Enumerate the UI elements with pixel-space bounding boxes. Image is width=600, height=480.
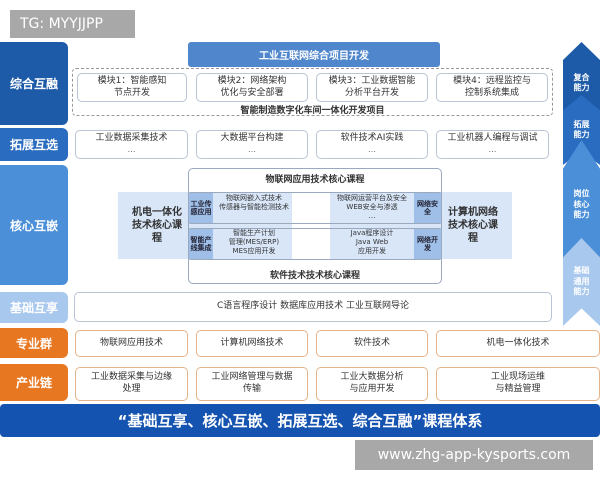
core-outer-box [188, 168, 442, 284]
core-mid-band-top [188, 192, 442, 224]
expand-2: 大数据平台构建… [196, 130, 308, 159]
core-top-title: 物联网应用技术核心课程 [265, 175, 365, 185]
tag-smart-line: 智能产线集成 [189, 229, 213, 259]
industry-1: 工业数据采集与边缘处理 [75, 367, 188, 401]
row-label-core: 核心互嵌 [0, 165, 68, 285]
core-bottom-title: 软件技术技术核心课程 [269, 271, 360, 281]
foundation-box: C语言程序设计 数据库应用技术 工业互联网导论 [74, 292, 552, 322]
major-4: 机电一体化技术 [436, 330, 600, 357]
module-4: 模块4：远程监控与控制系统集成 [436, 73, 548, 102]
expand-3: 软件技术AI实践… [316, 130, 428, 159]
project-dashed-box [72, 68, 553, 116]
major-1: 物联网应用技术 [75, 330, 188, 357]
watermark-bottom: www.zhg-app-kysports.com [355, 440, 593, 470]
row-label-majors: 专业群 [0, 328, 68, 358]
bottom-banner: “基础互享、核心互嵌、拓展互选、综合互融”课程体系 [0, 404, 600, 437]
major-3: 软件技术 [316, 330, 428, 357]
watermark-top: TG: MYYJJPP [10, 10, 135, 38]
row-label-comprehensive: 综合互融 [0, 42, 68, 125]
comprehensive-header: 工业互联网综合项目开发 [188, 42, 440, 67]
row-label-expand: 拓展互选 [0, 128, 68, 161]
module-1: 模块1：智能感知节点开发 [77, 73, 187, 102]
tag-industrial-sensing: 工业传感应用 [189, 193, 213, 223]
module-3: 模块3：工业数据智能分析平台开发 [316, 73, 428, 102]
expand-1: 工业数据采集技术… [75, 130, 188, 159]
core-tl-text: 物联网嵌入式技术传感器与智能检测技术 [219, 194, 289, 212]
major-2: 计算机网络技术 [196, 330, 308, 357]
industry-4: 工业现场运维与精益管理 [436, 367, 600, 401]
industry-2: 工业网络管理与数据传输 [196, 367, 308, 401]
industry-3: 工业大数据分析与应用开发 [316, 367, 428, 401]
project-title: 智能制造数字化车间一体化开发项目 [240, 106, 385, 116]
tag-network-dev: 网络开发 [414, 229, 441, 259]
core-mid-band-bottom [188, 228, 442, 260]
tag-network-security: 网络安全 [414, 193, 441, 223]
core-bl-text: 智能生产计划管理(MES/ERP)MES应用开发 [228, 229, 280, 256]
row-label-foundation: 基础互享 [0, 292, 68, 323]
module-2: 模块2：网络架构优化与安全部署 [196, 73, 308, 102]
row-label-industry: 产业链 [0, 364, 68, 401]
expand-4: 工业机器人编程与调试… [436, 130, 549, 159]
